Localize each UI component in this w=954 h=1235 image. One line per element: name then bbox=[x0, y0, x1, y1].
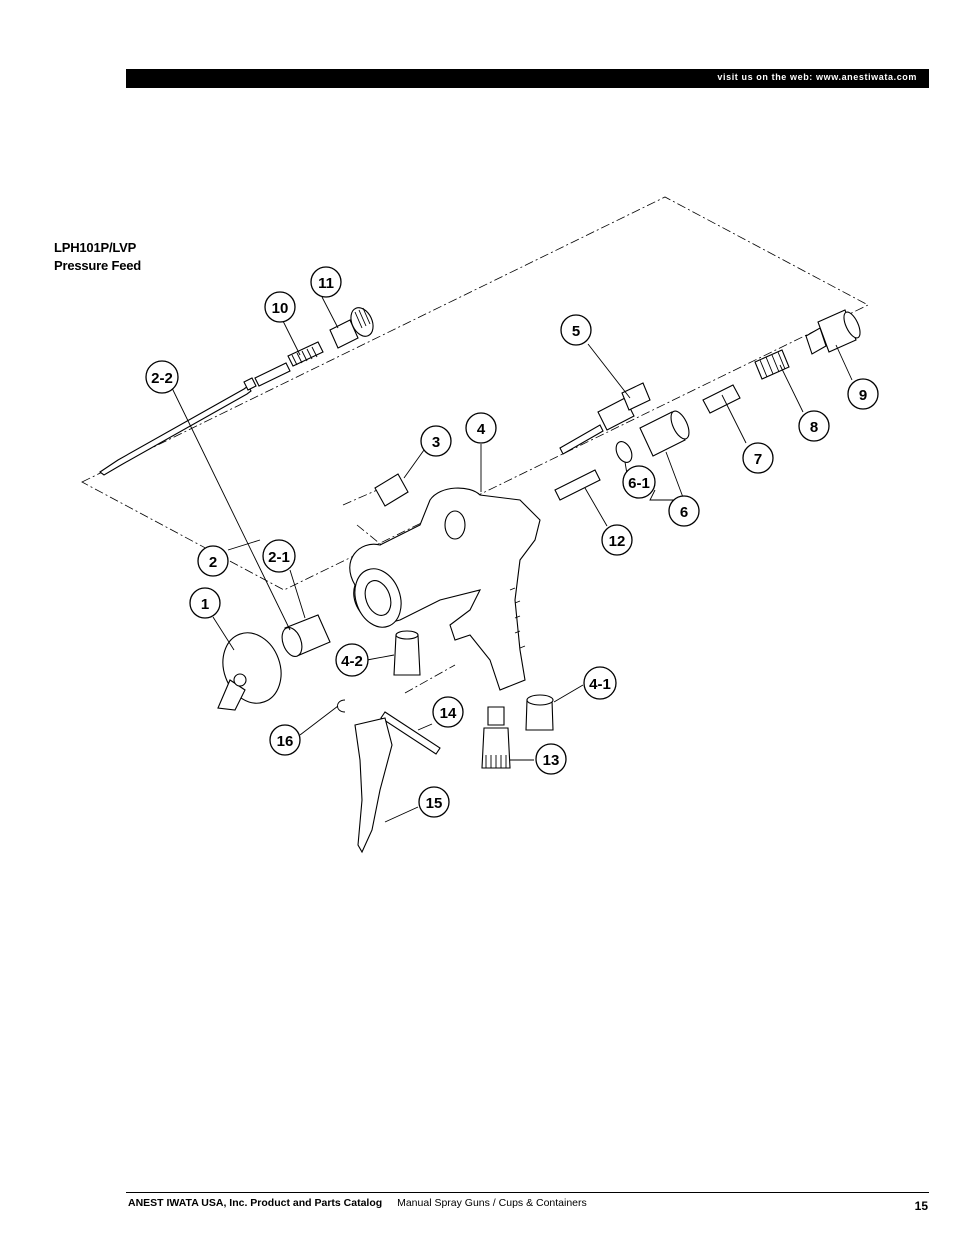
callout-16: 16 bbox=[269, 724, 301, 756]
callout-4: 4 bbox=[465, 412, 497, 444]
clip-16-part bbox=[337, 699, 346, 713]
callout-2-1: 2-1 bbox=[262, 539, 296, 573]
page-number: 15 bbox=[914, 1199, 928, 1213]
callout-4-1: 4-1 bbox=[583, 666, 617, 700]
model-title: LPH101P/LVP Pressure Feed bbox=[54, 239, 141, 275]
callout-13: 13 bbox=[535, 743, 567, 775]
feed-type: Pressure Feed bbox=[54, 258, 142, 273]
assembly-line bbox=[404, 664, 456, 694]
svg-text:15: 15 bbox=[426, 795, 443, 812]
svg-text:2: 2 bbox=[209, 554, 217, 571]
spring-10-part bbox=[287, 341, 324, 367]
svg-text:9: 9 bbox=[859, 387, 867, 404]
callout-9: 9 bbox=[847, 378, 879, 410]
rod-12-part bbox=[554, 469, 601, 501]
svg-text:6-1: 6-1 bbox=[628, 475, 650, 492]
o-ring-6-1-part bbox=[615, 441, 633, 463]
gun-body-4-part bbox=[349, 487, 541, 691]
website-text: visit us on the web: www.anestiwata.com bbox=[717, 72, 917, 82]
model-name: LPH101P/LVP bbox=[54, 240, 137, 255]
air-cap-1-part bbox=[217, 632, 282, 711]
callout-5: 5 bbox=[560, 314, 592, 346]
callout-2-2: 2-2 bbox=[145, 360, 179, 394]
svg-text:13: 13 bbox=[543, 752, 560, 769]
callout-6: 6 bbox=[668, 495, 700, 527]
svg-text:16: 16 bbox=[277, 733, 294, 750]
callout-15: 15 bbox=[418, 786, 450, 818]
callout-12: 12 bbox=[601, 524, 633, 556]
callout-1: 1 bbox=[189, 587, 221, 619]
adjust-cap-9-part bbox=[805, 309, 861, 355]
spring-8-part bbox=[754, 349, 790, 380]
svg-text:3: 3 bbox=[432, 434, 440, 451]
adjusting-knob-11-part bbox=[329, 307, 374, 349]
callout-14: 14 bbox=[432, 696, 464, 728]
needle-part bbox=[99, 362, 291, 476]
baffle-2-1-part bbox=[281, 614, 331, 657]
svg-text:4-2: 4-2 bbox=[341, 653, 363, 670]
pin-14-part bbox=[380, 711, 441, 755]
air-valve-5-part bbox=[559, 382, 651, 455]
svg-text:7: 7 bbox=[754, 451, 762, 468]
callout-11: 11 bbox=[310, 266, 342, 298]
svg-text:5: 5 bbox=[572, 323, 580, 340]
callout-6-1: 6-1 bbox=[622, 465, 656, 499]
pin-7-part bbox=[702, 384, 741, 414]
callout-7: 7 bbox=[742, 442, 774, 474]
svg-text:1: 1 bbox=[201, 596, 209, 613]
svg-text:12: 12 bbox=[609, 533, 626, 550]
callout-10: 10 bbox=[264, 291, 296, 323]
fitting-4-2-part bbox=[393, 630, 421, 676]
svg-text:4: 4 bbox=[477, 421, 486, 438]
callout-3: 3 bbox=[420, 425, 452, 457]
callout-2: 2 bbox=[197, 545, 229, 577]
valve-body-6-part bbox=[639, 410, 690, 457]
svg-text:4-1: 4-1 bbox=[589, 676, 611, 693]
callout-8: 8 bbox=[798, 410, 830, 442]
fitting-4-1-part bbox=[525, 694, 554, 731]
nozzle-3-part bbox=[374, 473, 409, 507]
callout-4-2: 4-2 bbox=[335, 643, 369, 677]
section-title: Manual Spray Guns / Cups & Containers bbox=[397, 1197, 587, 1209]
svg-text:2-2: 2-2 bbox=[151, 370, 173, 387]
svg-text:11: 11 bbox=[318, 275, 334, 292]
svg-text:2-1: 2-1 bbox=[268, 549, 290, 566]
knob-13-part bbox=[481, 706, 511, 769]
footer-divider bbox=[126, 1192, 929, 1193]
catalog-title: ANEST IWATA USA, Inc. Product and Parts … bbox=[128, 1197, 383, 1209]
trigger-15-part bbox=[354, 717, 393, 854]
footer: ANEST IWATA USA, Inc. Product and Parts … bbox=[128, 1197, 587, 1209]
svg-text:8: 8 bbox=[810, 419, 818, 436]
svg-text:10: 10 bbox=[272, 300, 289, 317]
svg-text:6: 6 bbox=[680, 504, 688, 521]
header-bar: visit us on the web: www.anestiwata.com bbox=[126, 69, 929, 88]
svg-text:14: 14 bbox=[440, 705, 457, 722]
